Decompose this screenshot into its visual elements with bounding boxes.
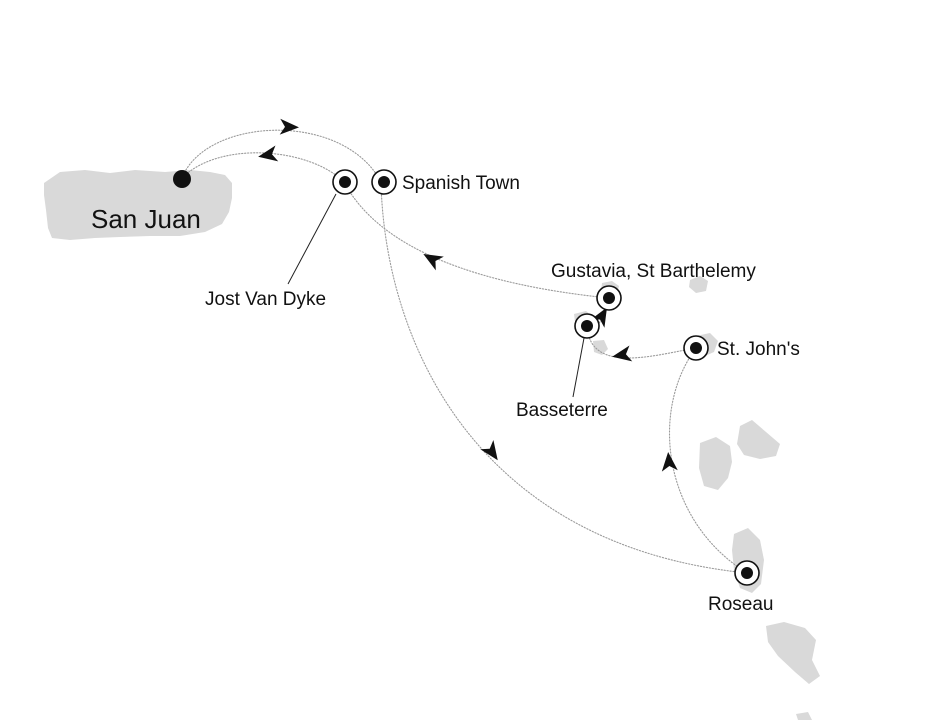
route-jost-van-dyke-to-san-juan xyxy=(181,152,345,183)
leader-lines xyxy=(287,193,585,398)
port-label-basseterre: Basseterre xyxy=(516,400,608,421)
anguilla-landmass xyxy=(689,276,708,293)
port-label-spanish-town: Spanish Town xyxy=(402,173,520,194)
leader-line-basseterre xyxy=(572,337,585,398)
direction-arrows xyxy=(258,118,678,472)
port-label-st-johns: St. John's xyxy=(717,339,800,360)
port-markers xyxy=(173,169,760,586)
route-spanish-town-to-roseau xyxy=(380,182,748,574)
port-marker-st-johns xyxy=(683,335,709,361)
port-marker-spanish-town xyxy=(371,169,397,195)
home-port-label: San Juan xyxy=(91,204,201,234)
arrowhead-icon xyxy=(590,307,607,328)
port-label-jost-van-dyke: Jost Van Dyke xyxy=(205,289,326,310)
guadeloupe-basse-terre-landmass xyxy=(699,437,732,490)
arrowhead-icon xyxy=(480,440,498,461)
port-marker-basseterre xyxy=(574,313,600,339)
port-marker-gustavia xyxy=(596,285,622,311)
port-labels: San Juan Spanish Town Jost Van Dyke Gust… xyxy=(91,173,800,615)
home-port-marker-san-juan xyxy=(173,170,191,188)
port-marker-roseau xyxy=(734,560,760,586)
arrowhead-icon xyxy=(258,145,279,162)
leader-line-jost-van-dyke xyxy=(287,193,337,285)
port-marker-jost-van-dyke xyxy=(332,169,358,195)
route-layer xyxy=(181,129,748,574)
nevis-landmass xyxy=(593,340,608,355)
st-lucia-edge-landmass xyxy=(796,712,812,720)
port-label-gustavia: Gustavia, St Barthelemy xyxy=(551,261,756,282)
route-san-juan-to-spanish-town xyxy=(181,129,381,181)
route-gustavia-to-jost-van-dyke xyxy=(343,181,610,299)
arrowhead-icon xyxy=(279,118,299,135)
port-label-roseau: Roseau xyxy=(708,594,774,615)
arrowhead-icon xyxy=(612,345,633,362)
puerto-rico-landmass xyxy=(44,170,232,240)
land-layer xyxy=(44,170,820,720)
guadeloupe-grande-terre-landmass xyxy=(737,420,780,459)
arrowhead-icon xyxy=(423,254,444,271)
martinique-landmass xyxy=(766,622,820,684)
arrowhead-icon xyxy=(661,452,678,472)
